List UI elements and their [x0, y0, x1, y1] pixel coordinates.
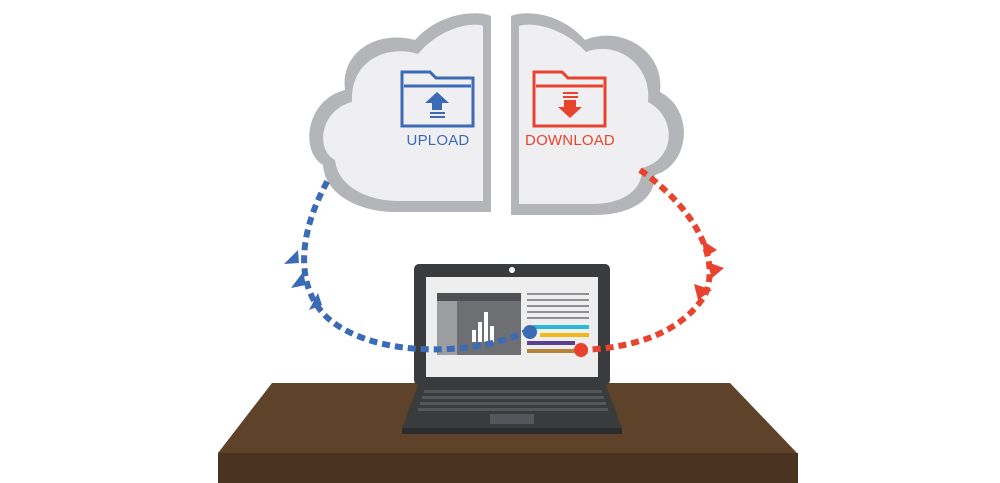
folder-download-icon	[532, 70, 607, 128]
laptop-trackpad	[490, 414, 534, 424]
laptop-camera	[509, 267, 515, 273]
laptop-base	[402, 385, 622, 428]
screen-bar-yellow	[540, 333, 589, 337]
bar-chart-icon	[472, 312, 494, 342]
download-arrow-top	[702, 240, 717, 257]
upload-dashed-line	[301, 178, 532, 353]
upload-label: UPLOAD	[407, 132, 470, 149]
download-arrow-mid	[707, 262, 724, 278]
screen-bar-teal	[533, 325, 589, 329]
folder-upload-icon	[400, 70, 475, 128]
laptop-keyboard	[418, 390, 608, 411]
upload-arrow-low	[309, 293, 322, 310]
laptop-base-edge	[402, 428, 622, 434]
screen-bar-brown	[527, 349, 575, 353]
cloud	[309, 13, 684, 216]
laptop-icon	[402, 264, 622, 434]
cloud-right-inner	[519, 24, 669, 205]
upload-endpoint	[523, 325, 537, 339]
screen-bar-purple	[527, 341, 575, 345]
upload-arrow-mid	[291, 272, 306, 288]
download-dashed-line	[581, 167, 713, 353]
upload-sync-path	[284, 178, 537, 353]
download-label: DOWNLOAD	[525, 132, 615, 149]
screen-panel-left-strip	[437, 293, 457, 355]
screen-text-lines	[527, 293, 589, 319]
download-sync-path	[574, 167, 724, 357]
download-arrow-low	[694, 284, 712, 300]
upload-arrow-top	[284, 250, 299, 264]
download-endpoint	[574, 343, 588, 357]
screen-panel-header	[437, 293, 521, 301]
desk-front	[218, 453, 798, 483]
